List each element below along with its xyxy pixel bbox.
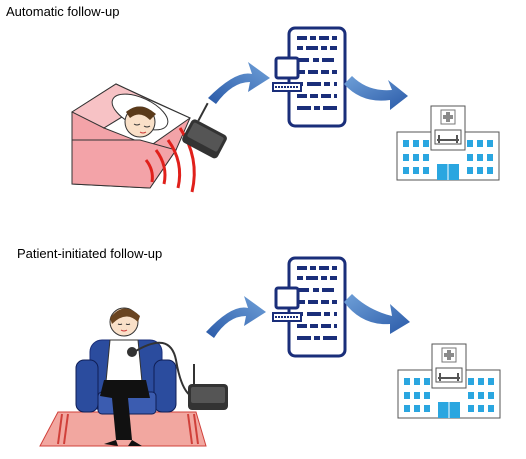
bedside-monitor-icon xyxy=(180,102,229,160)
hospital-building-icon xyxy=(397,343,501,419)
patient-seated-icon xyxy=(100,307,150,446)
curved-arrow-icon xyxy=(206,296,266,338)
section-title-automatic: Automatic follow-up xyxy=(6,4,120,19)
curved-arrow-icon xyxy=(344,76,408,110)
hospital-building-icon xyxy=(396,105,500,181)
curved-arrow-icon xyxy=(208,62,270,104)
home-monitor-icon xyxy=(188,364,228,410)
curved-arrow-icon xyxy=(344,294,410,334)
wireless-signal-icon xyxy=(144,127,196,193)
section-title-patient-initiated: Patient-initiated follow-up xyxy=(17,246,163,261)
bed-scene xyxy=(70,83,192,189)
server-computer-icon xyxy=(271,256,347,358)
server-computer-icon xyxy=(271,26,347,128)
